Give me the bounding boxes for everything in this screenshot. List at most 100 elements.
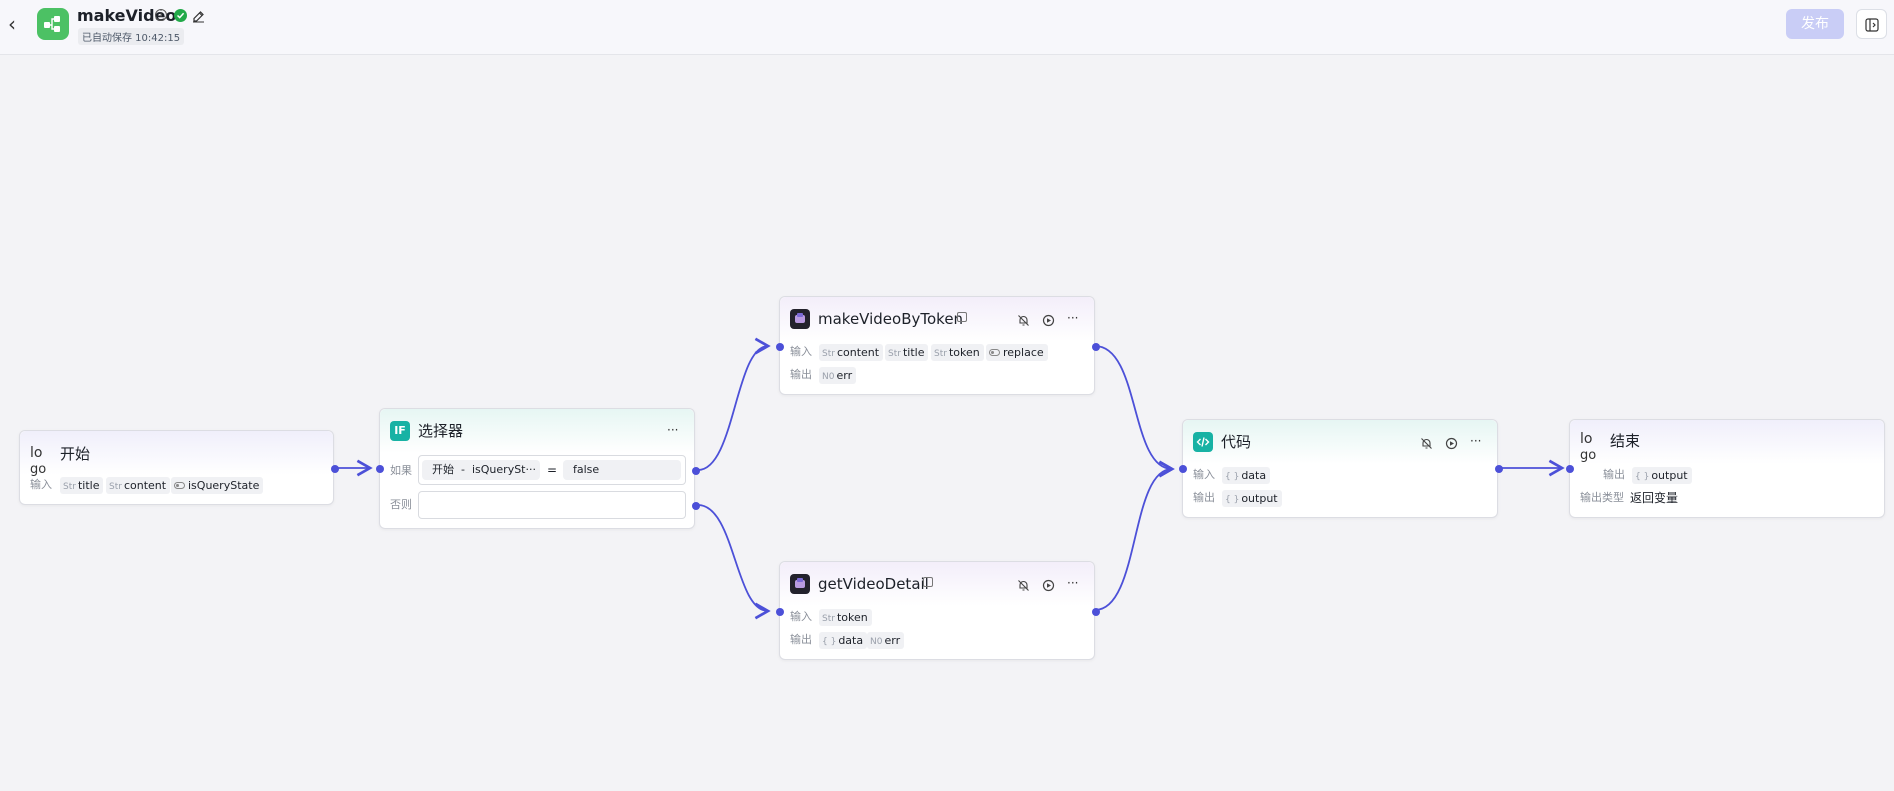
edit-icon[interactable] [192,8,205,27]
node-title: getVideoDetail [818,575,929,593]
condition-variable[interactable]: 开始 - isQuerySt··· [422,460,540,480]
output-type-value: 返回变量 [1630,491,1679,505]
else-condition-box[interactable] [418,491,686,519]
output-label: 输出 [1603,468,1625,481]
output-tag: { }output [1222,490,1282,507]
publish-button[interactable]: 发布 [1786,9,1844,39]
input-handle[interactable] [776,343,784,351]
node-header [380,409,694,453]
if-icon: IF [390,421,410,441]
output-handle[interactable] [1495,465,1503,473]
broken-image-alt: lo [1580,431,1593,447]
input-label: 输入 [790,345,812,358]
node-title: 结束 [1610,432,1641,450]
edge-selector-else-to-get-detail [697,504,771,620]
node-header [780,297,1094,341]
run-icon[interactable] [1042,577,1056,592]
boolean-icon [989,349,1000,356]
node-title: 代码 [1221,433,1252,451]
app-logo-icon [37,8,69,40]
node-header [20,431,333,475]
input-label: 输入 [30,478,52,491]
input-tag: { }data [1222,467,1271,484]
if-label: 如果 [390,464,412,477]
run-icon[interactable] [1042,312,1056,327]
workflow-header: ‹ makeVideo i 已自动保存 10:42:15 发布 [0,0,1894,55]
edge-make-video-to-code [1094,345,1175,478]
toggle-panel-button[interactable] [1856,9,1887,39]
output-handle[interactable] [1092,343,1100,351]
input-handle[interactable] [1566,465,1574,473]
plugin-badge-icon [957,312,967,322]
node-logo-image: lo go [1580,431,1596,464]
panel-icon [1865,18,1879,32]
output-handle[interactable] [331,465,339,473]
published-check-icon [174,9,187,22]
code-icon [1193,432,1213,452]
node-logo-image: lo go [30,445,46,478]
node-code[interactable]: 代码 ··· 输入 { }data 输出 { }output [1179,419,1503,518]
broken-image-alt-2: go [30,462,47,477]
info-icon[interactable]: i [155,9,167,21]
output-label: 输出 [1193,491,1215,504]
input-handle[interactable] [376,465,384,473]
node-end[interactable]: lo go 结束 输出 { }output 输出类型 返回变量 [1566,419,1885,518]
output-handle[interactable] [1092,608,1100,616]
output-tag: { }data [819,632,868,649]
node-selector[interactable]: IF 选择器 ··· 如果 开始 - isQuerySt··· = false … [376,408,700,529]
plugin-badge-icon [923,577,933,587]
plugin-icon [790,574,810,594]
node-title: makeVideoByToken [818,310,964,328]
autosave-status: 已自动保存 10:42:15 [78,28,185,45]
input-label: 输入 [1193,468,1215,481]
broken-image-alt-2: go [1580,448,1597,463]
broken-image-alt: lo [30,445,43,461]
node-title: 选择器 [418,422,464,440]
condition-value[interactable]: false [563,460,681,480]
more-button[interactable]: ··· [1470,434,1482,448]
else-output-handle[interactable] [692,502,700,510]
else-label: 否则 [390,498,412,511]
node-title: 开始 [60,445,91,463]
node-header [1570,420,1884,464]
output-type-label: 输出类型 [1580,491,1624,504]
input-tag: isQueryState [171,477,264,494]
back-button[interactable]: ‹ [8,12,16,36]
edge-selector-if-to-make-video [697,337,771,471]
boolean-icon [174,482,185,489]
input-tag: replace [986,344,1048,361]
mute-icon[interactable] [1017,577,1031,591]
plugin-icon [790,309,810,329]
mute-icon[interactable] [1420,435,1434,449]
more-button[interactable]: ··· [667,423,679,437]
input-label: 输入 [790,610,812,623]
more-button[interactable]: ··· [1067,311,1079,325]
node-header [780,562,1094,606]
output-tag: { }output [1632,467,1692,484]
output-label: 输出 [790,633,812,646]
mute-icon[interactable] [1017,312,1031,326]
input-handle[interactable] [1179,465,1187,473]
if-condition-box[interactable]: 开始 - isQuerySt··· = false [418,455,686,485]
edge-get-detail-to-code [1094,460,1175,611]
node-header [1183,420,1497,464]
output-label: 输出 [790,368,812,381]
if-output-handle[interactable] [692,467,700,475]
more-button[interactable]: ··· [1067,576,1079,590]
input-handle[interactable] [776,608,784,616]
condition-operator[interactable]: = [547,463,558,477]
run-icon[interactable] [1445,435,1459,450]
app-title: makeVideo [77,6,177,25]
